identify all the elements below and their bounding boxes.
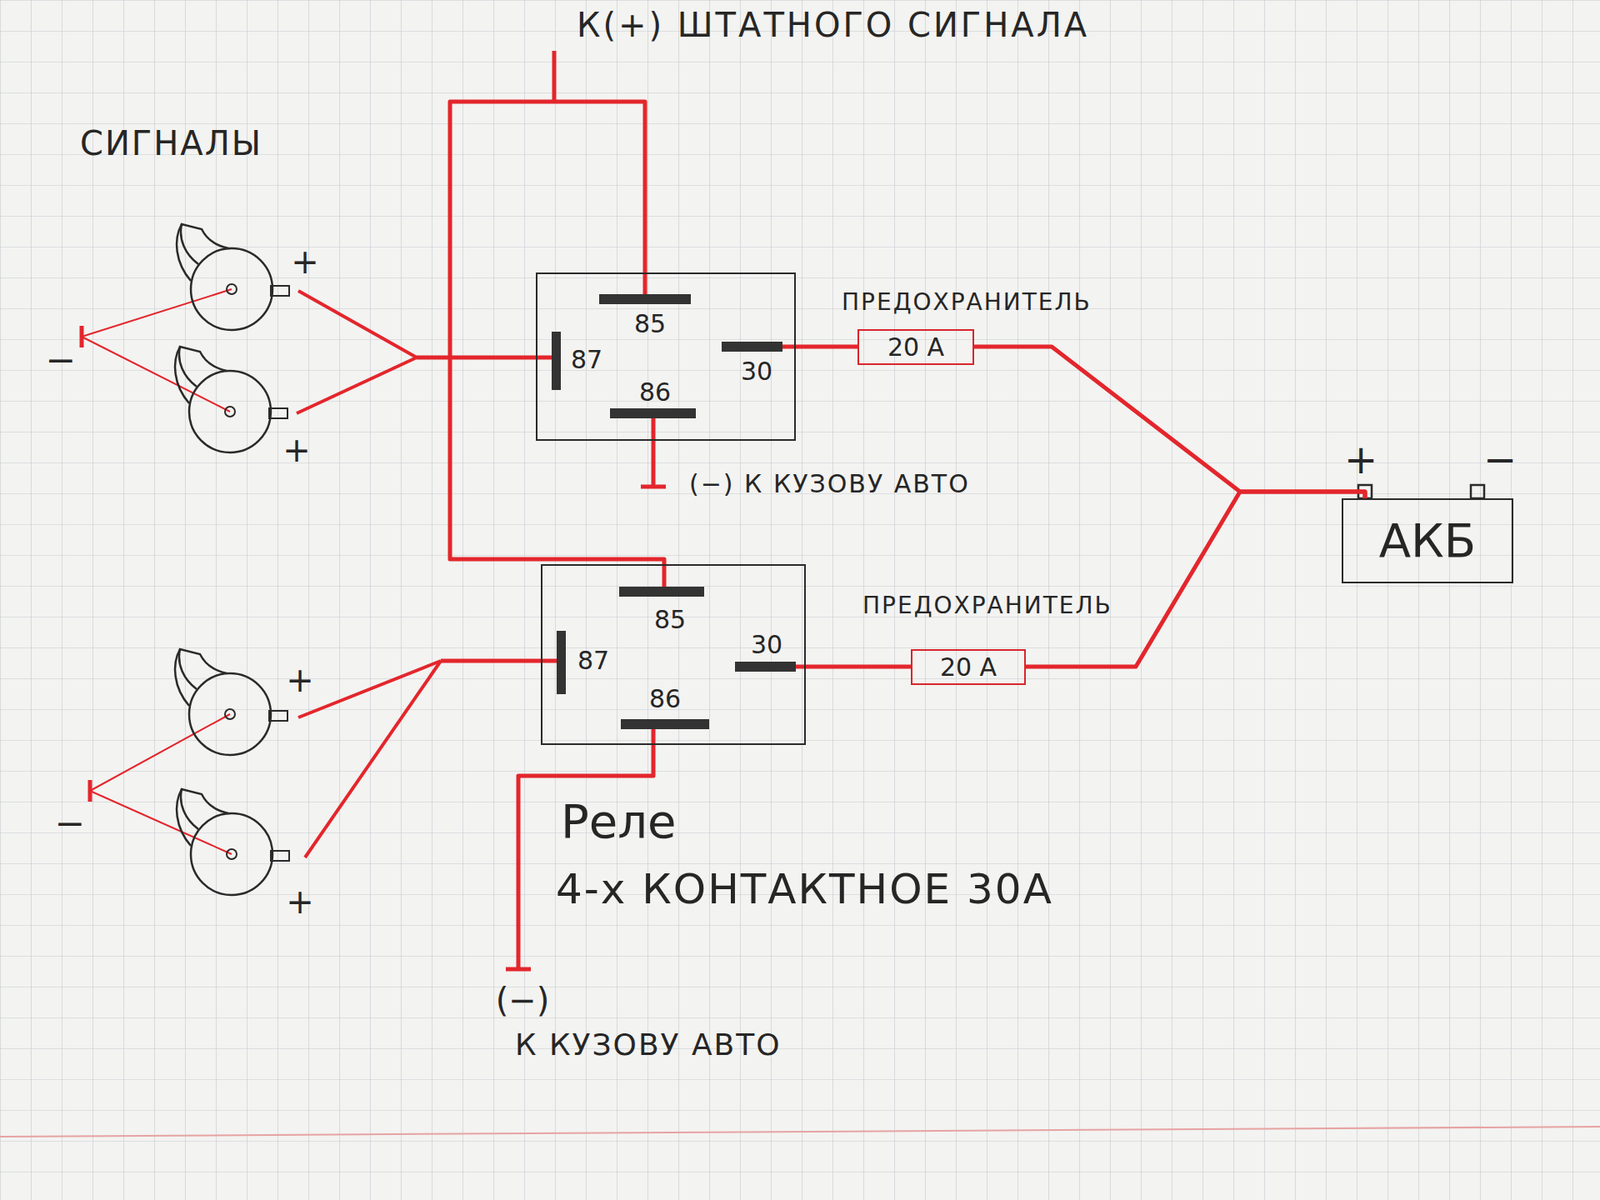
fuse-box: 20 A [857, 329, 975, 365]
ground-note: (−) [495, 981, 550, 1019]
ground-wire [81, 289, 232, 337]
ground-note: К КУЗОВУ АВТО [515, 1028, 782, 1062]
relay-contact [599, 294, 691, 305]
relay-contact [735, 661, 796, 672]
horn-wire [305, 660, 441, 858]
pin-number: 30 [740, 357, 773, 385]
ground-symbol [640, 485, 666, 490]
pin-number: 30 [750, 630, 783, 659]
ground-wire [90, 714, 230, 791]
battery-terminal [1470, 485, 1485, 499]
minus-sign: − [55, 803, 86, 844]
relay-box: 85 87 30 86 [535, 272, 796, 441]
battery-box: АКБ [1341, 498, 1514, 584]
minus-sign: − [1483, 437, 1517, 482]
horn-wire [296, 357, 417, 414]
relay-contact [620, 719, 710, 730]
horn-feed-wire [416, 355, 552, 360]
pin-number: 86 [639, 378, 671, 406]
pin-number: 87 [570, 345, 603, 374]
relay-contact [721, 341, 783, 352]
box-label: АКБ [1379, 515, 1476, 567]
box-label: 20 A [940, 653, 997, 681]
plus-sign: + [282, 431, 311, 469]
fuse-box: 20 A [910, 649, 1026, 685]
relay-contact [619, 586, 705, 597]
pin-number: 87 [577, 646, 610, 675]
pin-number: 85 [634, 310, 666, 338]
ground-wire [90, 790, 232, 855]
horn-symbol [175, 346, 288, 453]
horn-symbol [176, 224, 290, 330]
relay-title: Реле [560, 795, 676, 848]
plus-sign: + [285, 883, 315, 920]
pin-number: 85 [654, 605, 686, 634]
ground-symbol [505, 967, 531, 972]
ground-wire [651, 418, 656, 487]
minus-sign: − [45, 340, 77, 380]
ground-wire [518, 729, 654, 970]
ground-wire [81, 336, 230, 412]
relay-spec: 4-х КОНТАКТНОЕ 30А [555, 866, 1054, 913]
horn-feed-wire [440, 659, 557, 664]
plus-sign: + [1344, 437, 1378, 482]
horns-title: СИГНАЛЫ [80, 125, 263, 162]
wire-connector [795, 345, 858, 350]
pin-number: 86 [649, 685, 681, 713]
feed-wire [552, 50, 557, 102]
plus-sign: + [290, 243, 320, 280]
horn-wire [298, 290, 417, 358]
ground-note: (−) К КУЗОВУ АВТО [689, 470, 970, 498]
relay-box: 85 87 30 86 [540, 564, 806, 745]
relay-contact [610, 408, 696, 419]
relay-contact [551, 331, 561, 390]
fuse-title: ПРЕДОХРАНИТЕЛЬ [862, 593, 1113, 620]
contact-wire [662, 564, 667, 587]
contact-wire [643, 272, 648, 295]
contact-wire [782, 345, 796, 350]
fuse-title: ПРЕДОХРАНИТЕЛЬ [841, 290, 1092, 316]
plus-sign: + [285, 661, 315, 699]
margin-line [0, 1126, 1600, 1137]
box-label: 20 A [887, 333, 945, 361]
relay-contact [556, 630, 566, 695]
wire-connector [974, 346, 1365, 499]
horn-symbol [175, 649, 288, 755]
feed-note: К(+) ШТАТНОГО СИГНАЛА [576, 6, 1090, 44]
horn-symbol [176, 789, 290, 895]
wire-connector [450, 101, 665, 565]
wire-connector [805, 665, 911, 670]
wire-connector [1025, 491, 1365, 667]
